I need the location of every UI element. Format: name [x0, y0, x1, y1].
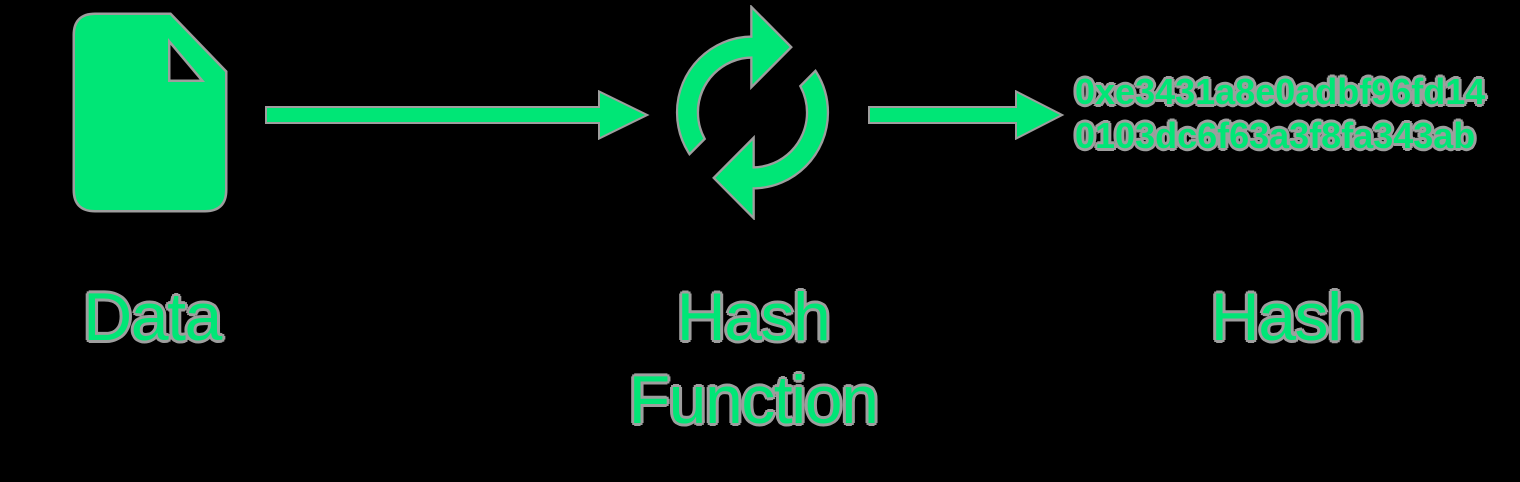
label-data: Data	[83, 279, 222, 355]
arrow-right-icon	[868, 90, 1065, 140]
hash-output-value: 0xe3431a8e0adbf96fd14 0103dc6f63a3f8fa34…	[1075, 70, 1515, 158]
hash-output-line2: 0103dc6f63a3f8fa343ab	[1075, 115, 1476, 156]
sync-icon	[675, 5, 830, 220]
label-hash-function: Hash Function	[628, 279, 879, 438]
hash-output-line1: 0xe3431a8e0adbf96fd14	[1075, 71, 1486, 112]
document-icon	[72, 12, 228, 213]
label-hash: Hash	[1210, 279, 1365, 355]
arrow-right-icon	[265, 90, 650, 140]
